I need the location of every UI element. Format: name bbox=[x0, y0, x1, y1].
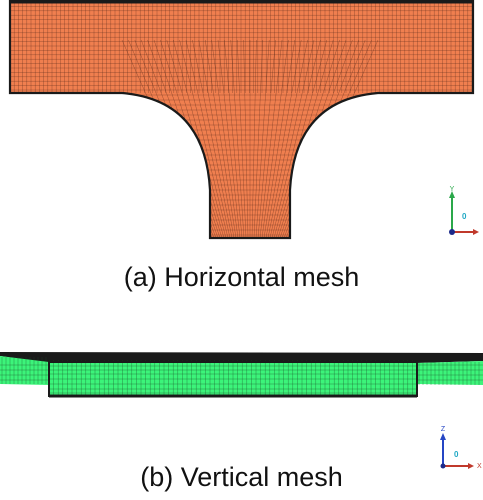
left-flange bbox=[0, 356, 49, 385]
origin-label: 0 bbox=[462, 212, 467, 221]
flange-mesh-lines bbox=[0, 357, 483, 385]
horizontal-mesh bbox=[8, 0, 475, 240]
slab-mesh-lines bbox=[49, 360, 417, 396]
origin-label: 0 bbox=[454, 450, 459, 459]
x-axis-label: X bbox=[477, 463, 482, 470]
right-flange bbox=[417, 361, 483, 385]
y-axis-label: Y bbox=[450, 186, 455, 193]
axis-triad-a: Y X 0 bbox=[449, 186, 479, 235]
z-axis-label: Z bbox=[441, 426, 446, 433]
caption-vertical-mesh: (b) Vertical mesh bbox=[140, 462, 343, 492]
caption-horizontal-mesh: (a) Horizontal mesh bbox=[123, 262, 360, 292]
axis-triad-b: Z X 0 bbox=[440, 426, 482, 470]
slab-top-band bbox=[0, 352, 483, 363]
vertical-mesh bbox=[0, 352, 483, 398]
tee-outline bbox=[8, 0, 475, 240]
